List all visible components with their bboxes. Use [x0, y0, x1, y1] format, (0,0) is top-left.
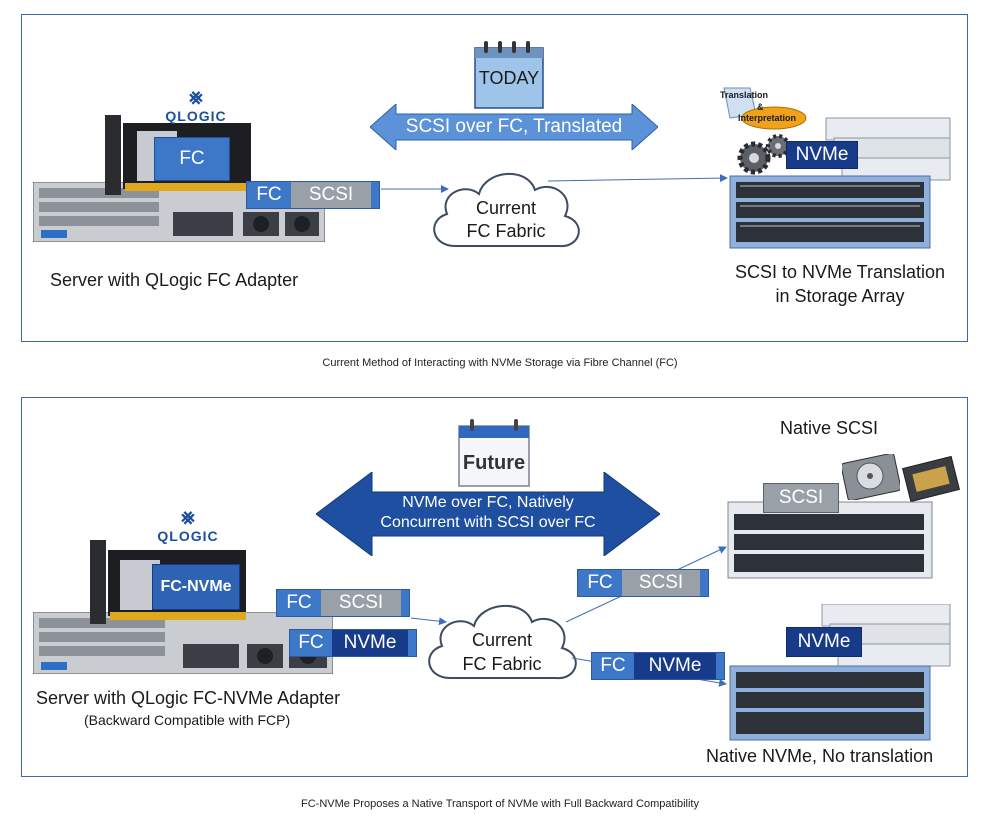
bubble-line1: Translation [720, 90, 769, 100]
fc-scsi-packet-left: FC SCSI [276, 589, 410, 617]
fc-nvme-packet-right: FC NVMe [591, 652, 725, 680]
bubble-line2: & [757, 102, 764, 112]
packet-fc: FC [592, 653, 634, 679]
storage-nvme-tag-top: NVMe [786, 141, 858, 169]
packet-fc: FC [290, 630, 332, 656]
double-arrow-top [370, 104, 658, 150]
calendar-label-future: Future [462, 452, 526, 474]
scsi-tag: SCSI [763, 483, 839, 513]
hdd-icon [842, 454, 900, 500]
packet-scsi: SCSI [321, 590, 401, 616]
bubble-line3: Interpretation [738, 113, 797, 123]
storage-array-scsi [727, 501, 933, 579]
array-label-line2: in Storage Array [775, 286, 905, 306]
calendar-label-today: TODAY [478, 68, 540, 88]
nvme-tag: NVMe [786, 627, 862, 657]
storage-array-top [729, 117, 951, 249]
packet-fc: FC [578, 570, 622, 596]
fc-fabric-cloud-top [433, 173, 580, 248]
fc-scsi-packet-top: FC SCSI [246, 181, 380, 209]
array-label-line1: SCSI to NVMe Translation [734, 262, 946, 282]
packet-scsi: SCSI [622, 570, 700, 596]
double-arrow-bottom [316, 472, 660, 556]
fc-nvme-card-label: FC-NVMe [152, 564, 240, 610]
server-label-bottom: Server with QLogic FC-NVMe Adapter [36, 688, 341, 708]
fc-fabric-cloud-bottom [428, 605, 577, 680]
calendar-icon-today [474, 41, 544, 109]
native-scsi-label: Native SCSI [780, 418, 879, 438]
native-nvme-label: Native NVMe, No translation [706, 746, 934, 766]
ssd-icon [902, 456, 960, 502]
packet-nvme: NVMe [332, 630, 408, 656]
translation-bubble [723, 87, 807, 130]
storage-array-nvme [729, 604, 951, 741]
packet-fc: FC [277, 590, 321, 616]
qlogic-mark-icon: ⨳ [189, 84, 203, 109]
fc-card-label: FC [154, 137, 230, 181]
qlogic-logo-top: ⨳ QLOGIC [158, 84, 234, 125]
arrow-text-line2-bottom: Concurrent with SCSI over FC [380, 514, 596, 531]
server-label-top: Server with QLogic FC Adapter [50, 270, 299, 290]
caption-bottom: FC-NVMe Proposes a Native Transport of N… [301, 798, 699, 810]
server-sublabel-bottom: (Backward Compatible with FCP) [84, 712, 291, 728]
calendar-icon-future [458, 419, 530, 487]
arrow-text-top: SCSI over FC, Translated [405, 116, 623, 137]
packet-fc: FC [247, 182, 291, 208]
fabric-line2-bottom: FC Fabric [462, 654, 542, 674]
fabric-line2-top: FC Fabric [466, 221, 546, 241]
qlogic-mark-icon: ⨳ [181, 504, 195, 529]
caption-top: Current Method of Interacting with NVMe … [322, 357, 678, 369]
fc-nvme-packet-left: FC NVMe [289, 629, 417, 657]
qlogic-wordmark: QLOGIC [165, 108, 227, 124]
fabric-line1-bottom: Current [471, 630, 533, 650]
fc-scsi-packet-right: FC SCSI [577, 569, 709, 597]
qlogic-wordmark: QLOGIC [157, 528, 219, 544]
packet-nvme: NVMe [634, 653, 716, 679]
arrow-text-line1-bottom: NVMe over FC, Natively [402, 494, 574, 511]
qlogic-logo-bottom: ⨳ QLOGIC [150, 504, 226, 545]
fabric-line1-top: Current [475, 198, 537, 218]
packet-scsi: SCSI [291, 182, 371, 208]
